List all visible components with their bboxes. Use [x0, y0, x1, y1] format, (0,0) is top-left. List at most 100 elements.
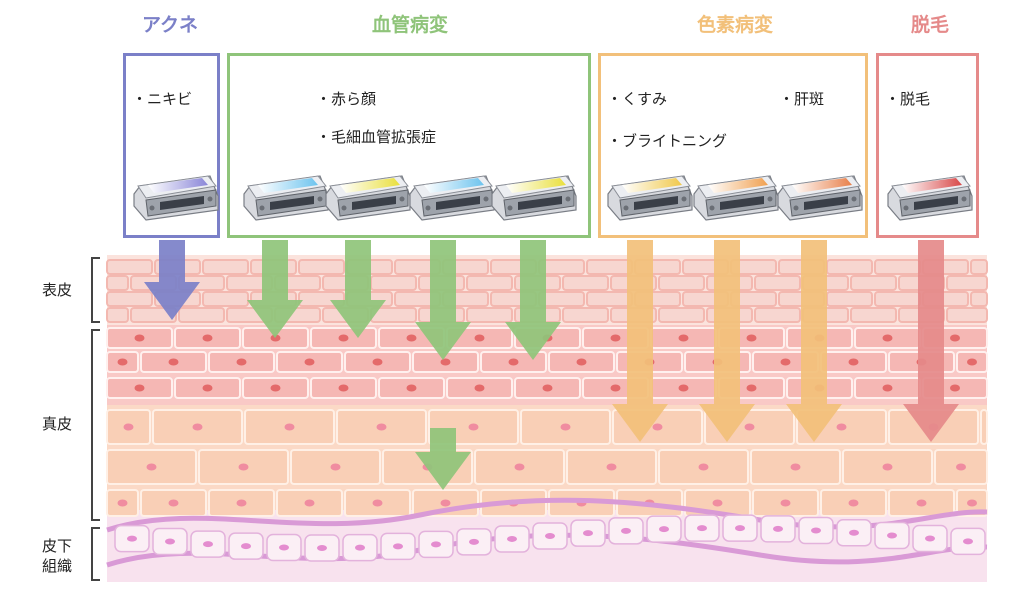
skin-cell — [850, 307, 897, 323]
filter-cartridge-vascular-3 — [409, 175, 495, 221]
filter-cartridge-vascular-2 — [325, 175, 411, 221]
cartridge-slot — [436, 196, 480, 210]
arrow-vascular-2 — [330, 240, 386, 338]
fat-cell-nucleus — [773, 525, 783, 532]
arrow-shaft — [159, 240, 185, 282]
cartridge-slot — [914, 196, 958, 210]
skin-cell — [562, 307, 609, 323]
cell-nucleus — [746, 334, 757, 342]
cell-nucleus — [468, 423, 479, 431]
cell-nucleus — [610, 384, 621, 392]
cell-nucleus — [606, 463, 617, 471]
item-label: ・ニキビ — [132, 90, 193, 108]
cartridge-screw — [903, 205, 909, 211]
skin-cell — [106, 275, 129, 291]
cell-nucleus — [576, 358, 587, 366]
cell-nucleus — [284, 423, 295, 431]
layer-label-dermis: 真皮 — [42, 415, 73, 433]
arrow-head — [330, 300, 386, 338]
cell-nucleus — [202, 384, 213, 392]
cell-nucleus — [117, 499, 128, 507]
cartridge-slot — [160, 196, 204, 210]
cartridge-slot — [352, 196, 396, 210]
filter-cartridge-pigment-1 — [607, 175, 693, 221]
cell-nucleus — [372, 358, 383, 366]
cartridge-filter-window — [148, 178, 208, 193]
fat-cell-nucleus — [887, 532, 897, 539]
fat-cell-nucleus — [583, 530, 593, 537]
cartridge-screw — [317, 196, 323, 202]
cell-nucleus — [882, 384, 893, 392]
cartridge-screw — [399, 196, 405, 202]
cell-nucleus — [168, 499, 179, 507]
cartridge-filter-window — [622, 178, 682, 193]
skin-cell — [754, 307, 801, 323]
cell-nucleus — [238, 463, 249, 471]
arrow-head — [415, 322, 471, 360]
skin-cell — [658, 307, 705, 323]
skin-cell — [178, 307, 225, 323]
fat-cell-nucleus — [317, 544, 327, 551]
arrow-shaft — [714, 240, 740, 404]
cell-nucleus — [123, 423, 134, 431]
filter-cartridge-vascular-4 — [491, 175, 577, 221]
arrow-shaft — [430, 240, 456, 322]
fat-cell-nucleus — [925, 535, 935, 542]
cartridge-filter-window — [506, 178, 566, 193]
fat-cell-nucleus — [849, 529, 859, 536]
skin-cell — [970, 291, 988, 307]
fat-cell-nucleus — [963, 538, 973, 545]
fat-cell-nucleus — [355, 544, 365, 551]
cell-nucleus — [376, 423, 387, 431]
cell-nucleus — [956, 463, 966, 471]
cell-nucleus — [330, 463, 341, 471]
skin-cell — [980, 409, 988, 445]
category-title-hair: 脱毛 — [910, 14, 949, 36]
cell-nucleus — [950, 384, 960, 392]
cartridge-slot — [720, 196, 764, 210]
cell-nucleus — [236, 358, 247, 366]
filter-cartridge-pigment-2 — [693, 175, 779, 221]
cell-nucleus — [236, 499, 247, 507]
cartridge-slot — [270, 196, 314, 210]
arrow-shaft — [520, 240, 546, 322]
arrow-pigment-2 — [699, 240, 755, 442]
cell-nucleus — [967, 499, 977, 507]
cartridge-screw — [767, 196, 773, 202]
fat-cell-nucleus — [431, 541, 441, 548]
fat-cell-nucleus — [507, 535, 517, 542]
filter-cartridge-acne — [133, 175, 219, 221]
cartridge-slot — [804, 196, 848, 210]
arrow-shaft — [627, 240, 653, 404]
layer-label-subcutaneous-2: 組織 — [42, 557, 73, 575]
fat-cell-nucleus — [735, 525, 745, 532]
cell-nucleus — [698, 463, 709, 471]
cell-nucleus — [134, 384, 145, 392]
cell-nucleus — [882, 463, 893, 471]
cell-nucleus — [117, 358, 128, 366]
cell-nucleus — [338, 384, 349, 392]
fat-cell-nucleus — [203, 541, 213, 548]
cartridge-screw — [259, 205, 265, 211]
fat-cell-nucleus — [659, 526, 669, 533]
cell-nucleus — [338, 334, 349, 342]
cell-nucleus — [474, 334, 485, 342]
cartridge-filter-window — [340, 178, 400, 193]
fat-cell-nucleus — [127, 535, 137, 542]
filter-cartridge-pigment-3 — [777, 175, 863, 221]
skin-cell — [202, 259, 249, 275]
cell-nucleus — [474, 384, 485, 392]
cell-nucleus — [836, 423, 847, 431]
arrow-head — [699, 404, 755, 442]
layer-label-subcutaneous-1: 皮下 — [42, 537, 73, 555]
cell-nucleus — [168, 358, 179, 366]
layer-label-epidermis: 表皮 — [42, 281, 73, 299]
cartridge-screw — [793, 205, 799, 211]
cartridge-filter-window — [258, 178, 318, 193]
cell-nucleus — [950, 334, 960, 342]
skin-cell — [946, 275, 988, 291]
cell-nucleus — [678, 384, 689, 392]
subcutaneous-cells — [114, 514, 986, 562]
item-label: ・くすみ — [607, 90, 668, 108]
